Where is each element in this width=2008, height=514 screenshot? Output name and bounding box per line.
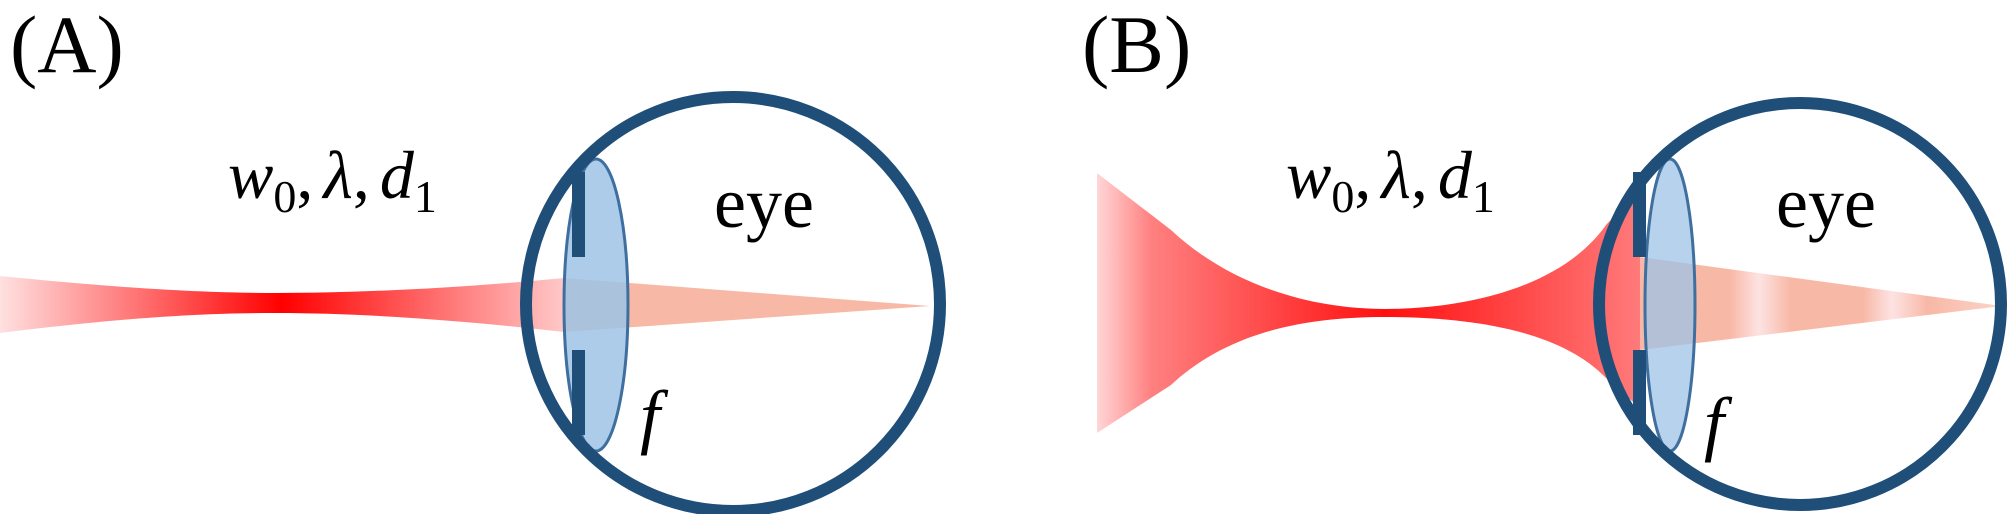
focal-length-label: f <box>640 376 669 456</box>
panel-a: (A) w0,λ,d1 eye f <box>0 0 946 514</box>
focused-cone <box>1640 257 2002 350</box>
eye-label: eye <box>714 163 814 243</box>
iris-upper <box>572 172 585 257</box>
iris-lower <box>572 350 585 435</box>
eye-outline <box>1593 97 2007 511</box>
focused-cone <box>564 278 930 332</box>
gaussian-beam <box>1097 173 1640 433</box>
panel-label: (A) <box>10 0 124 90</box>
lens <box>1643 157 1697 453</box>
gaussian-beam <box>0 276 564 333</box>
panel-label: (B) <box>1082 0 1191 90</box>
beam-parameters-label: w0,λ,d1 <box>1286 137 1495 222</box>
eye-outline <box>520 91 946 514</box>
beam-parameters-label: w0,λ,d1 <box>228 137 437 222</box>
panel-b: (B) w0,λ,d1 eye f <box>1082 0 2007 511</box>
focal-length-label: f <box>1704 383 1733 463</box>
eye-label: eye <box>1776 163 1876 243</box>
